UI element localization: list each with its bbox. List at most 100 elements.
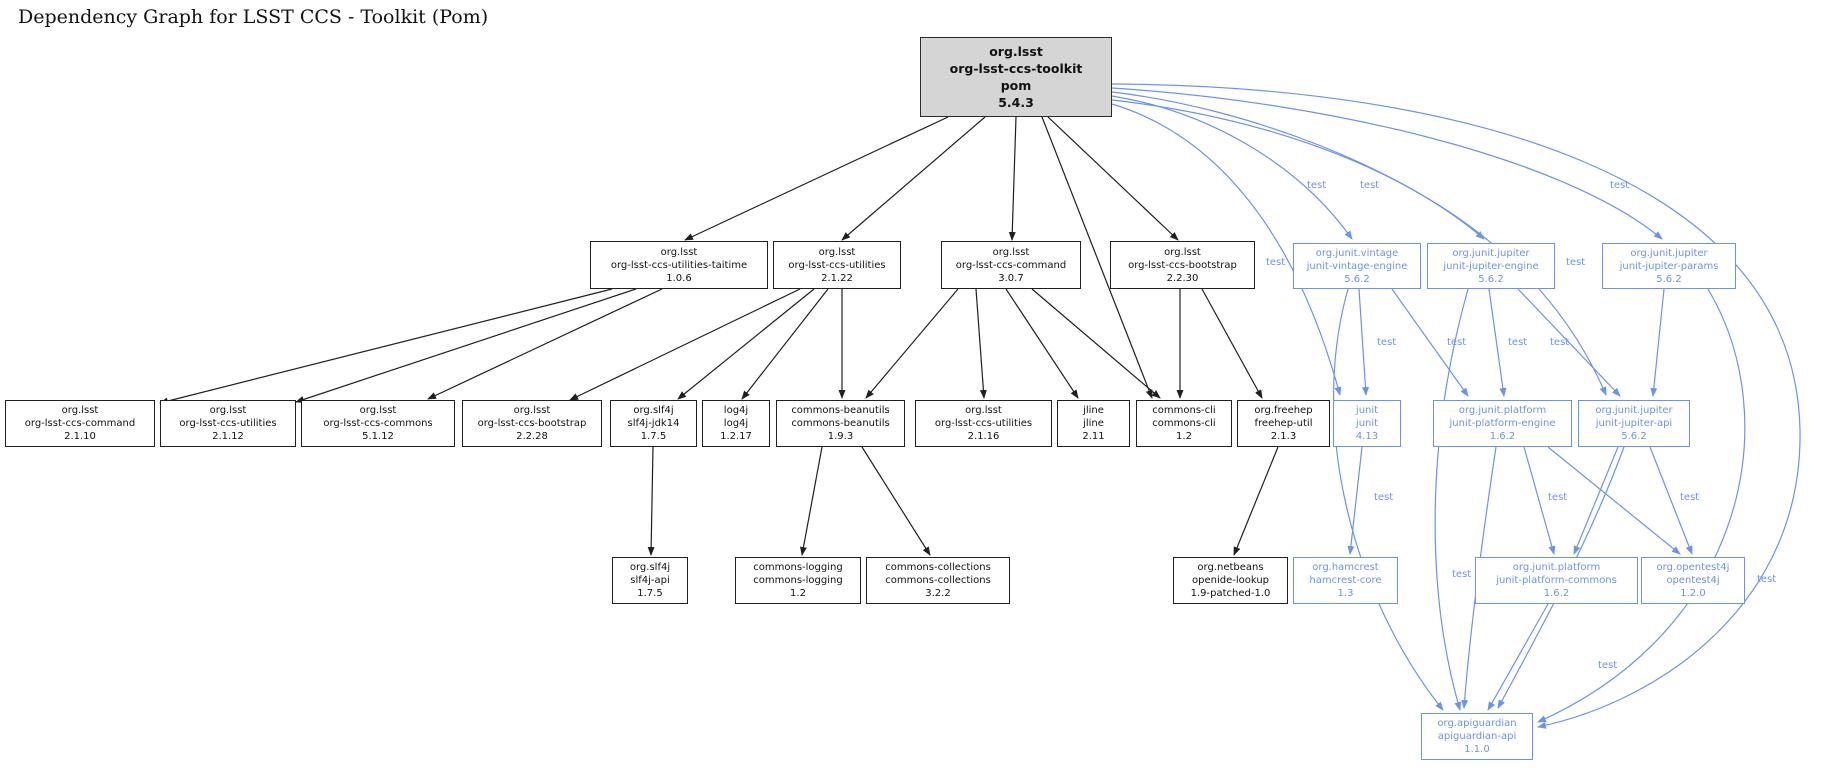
node-label-line: log4j [723,405,749,416]
node-label-line: org-lsst-ccs-toolkit [949,61,1083,76]
node-label-line: 1.6.2 [1543,588,1570,599]
node-label-line: commons-logging [753,562,843,573]
edge-org-lsst-ccs-utilities-taitime-to-org-lsst-ccs-utilities-2-1-12 [295,288,637,403]
node-label-line: 1.1.0 [1464,744,1490,755]
edge-junit-jupiter-api-to-junit-platform-commons [1573,446,1619,555]
node-label-line: freehep-util [1254,418,1313,429]
node-label-line: 2.1.3 [1270,431,1297,442]
node-label-line: hamcrest-core [1309,575,1382,586]
node-label-line: junit-vintage-engine [1306,260,1408,272]
edge-org-lsst-ccs-toolkit-to-junit [1111,103,1342,396]
node-label-line: 1.2.0 [1680,588,1706,599]
node-label-line: org.junit.jupiter [1630,247,1708,259]
edge-org-lsst-ccs-utilities-2-1-22-to-log4j [741,288,829,400]
edge-org-lsst-ccs-toolkit-to-org-lsst-ccs-command-3-0-7 [1008,116,1017,241]
edge-junit-jupiter-engine-to-junit-jupiter-api [1517,288,1621,397]
node-label-line: junit-jupiter-api [1595,418,1673,429]
edge-scope-label: test [1374,492,1393,503]
node-label-line: 1.7.5 [637,588,663,599]
edge-org-lsst-ccs-toolkit-to-org-lsst-ccs-utilities-taitime [684,116,949,241]
node-label-line: 3.2.2 [925,588,951,599]
node-label-line: 5.4.3 [998,95,1034,110]
edge-org-lsst-ccs-command-3-0-7-to-jline [1005,288,1079,399]
node-label-line: org.slf4j [629,562,671,573]
edge-junit-platform-commons-to-apiguardian-api [1487,603,1549,711]
edge-org-lsst-ccs-toolkit-to-junit-vintage-engine [1111,95,1353,240]
edge-slf4j-jdk14-to-slf4j-api [647,446,655,556]
node-label-line: 1.6.2 [1489,431,1516,442]
edge-junit-vintage-engine-to-junit-platform-engine [1391,288,1469,397]
node-label-line: 4.13 [1355,431,1379,442]
node-label-line: 1.7.5 [640,431,667,442]
node-label-line: junit-jupiter-engine [1443,260,1539,272]
edge-scope-label: test [1307,180,1326,191]
node-label-line: org.junit.jupiter [1595,405,1673,416]
node-label-line: commons-cli [1152,405,1216,416]
node-label-line: 5.1.12 [362,431,394,442]
node-label-line: junit-platform-engine [1449,418,1556,429]
node-label-line: org-lsst-ccs-bootstrap [1128,259,1237,271]
edge-junit-platform-engine-to-junit-platform-commons [1523,446,1556,555]
edge-org-lsst-ccs-utilities-2-1-22-to-slf4j-jdk14 [677,288,815,400]
edge-scope-label: test [1360,180,1379,191]
node-label-line: org-lsst-ccs-utilities-taitime [610,259,748,271]
node-label-line: 1.2 [1176,431,1192,442]
edge-junit-jupiter-api-to-opentest4j [1649,446,1693,555]
node-label-line: 2.2.28 [516,431,548,442]
node-label-line: junit-jupiter-params [1619,260,1719,272]
edge-scope-label: test [1598,660,1617,671]
edge-org-lsst-ccs-utilities-2-1-22-to-org-lsst-ccs-bootstrap-2-2-28 [569,288,801,401]
node-label-line: org-lsst-ccs-utilities [179,418,277,429]
edge-commons-beanutils-to-commons-logging [800,446,823,556]
node-label-line: org-lsst-ccs-command [24,418,136,429]
edge-org-lsst-ccs-toolkit-to-junit-jupiter-params [1111,87,1663,240]
edge-org-lsst-ccs-toolkit-to-org-lsst-ccs-utilities-2-1-22 [841,116,986,241]
edge-scope-label: test [1548,492,1567,503]
node-label-line: 2.1.10 [64,431,96,442]
edge-org-lsst-ccs-utilities-taitime-to-org-lsst-ccs-commons-5-1-12 [427,288,663,400]
node-label-line: opentest4j [1666,575,1720,586]
edge-scope-label: test [1680,492,1699,503]
node-label-line: org.lsst [1164,246,1201,258]
edge-freehep-util-to-openide-lookup [1233,446,1279,556]
edge-junit-to-hamcrest-core [1347,446,1363,555]
node-label-line: commons-beanutils [791,405,890,416]
node-label-line: org.lsst [989,44,1043,59]
edge-commons-beanutils-to-commons-collections [861,446,931,556]
edge-org-lsst-ccs-command-3-0-7-to-commons-beanutils [865,288,959,399]
node-label-line: 1.3 [1337,588,1354,599]
node-label-line: apiguardian-api [1437,731,1517,742]
edge-org-lsst-ccs-toolkit-to-org-lsst-ccs-bootstrap-2-2-30 [1047,116,1179,241]
node-label-line: 1.2 [790,588,806,599]
edge-scope-label: test [1610,180,1629,191]
node-label-line: org.lsst [61,405,99,416]
node-label-line: junit [1355,405,1379,416]
node-label-line: 2.11 [1082,431,1105,442]
node-label-line: slf4j-api [630,575,670,586]
node-label-line: commons-collections [885,562,991,573]
node-label-line: 1.9.3 [827,431,854,442]
node-label-line: org.netbeans [1197,562,1264,573]
node-label-line: 2.1.22 [821,272,853,284]
edge-scope-label: test [1266,257,1285,268]
